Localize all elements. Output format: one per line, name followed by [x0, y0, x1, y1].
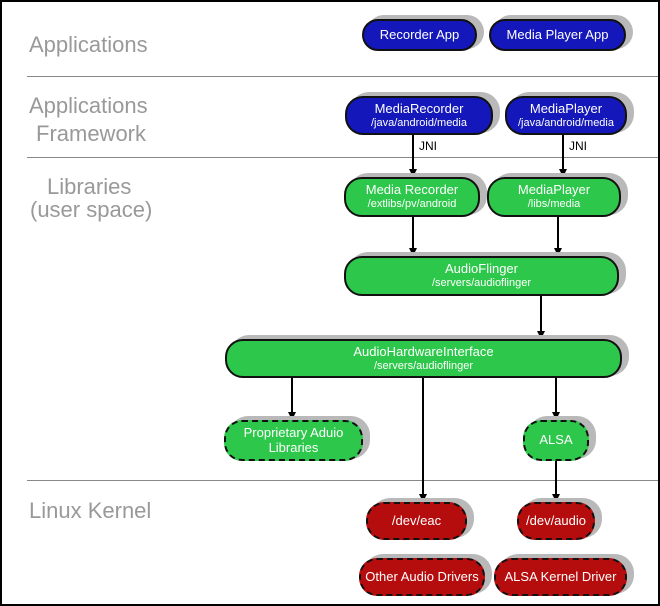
layer-label-framework-line1: Applications [29, 93, 148, 118]
divider-framework-libraries [27, 157, 658, 158]
edge-alsa-devaudio [555, 461, 557, 495]
arrowhead-icon [552, 412, 560, 420]
node-title: ALSA [539, 432, 573, 448]
edge-label-jni-right: JNI [569, 139, 587, 153]
node-dev-eac: /dev/eac [366, 502, 467, 540]
arrowhead-icon [537, 331, 545, 339]
node-media-player-app: Media Player App [489, 19, 626, 51]
node-mediaplayer-library: MediaPlayer /libs/media [487, 177, 621, 217]
node-title: Media Recorder [365, 182, 459, 198]
node-title: MediaRecorder [374, 100, 464, 116]
node-alsa: ALSA [523, 420, 589, 461]
node-title: /dev/audio [526, 512, 586, 528]
node-path: /extlibs/pv/android [367, 198, 457, 211]
arrowhead-icon [419, 494, 427, 502]
arrowhead-icon [288, 412, 296, 420]
edge-audioflinger-audiohw [540, 296, 542, 332]
arrowhead-icon [409, 169, 417, 177]
layer-label-libraries-line1: Libraries [47, 174, 132, 199]
node-dev-audio: /dev/audio [517, 502, 595, 540]
node-path: /java/android/media [517, 116, 614, 129]
layer-label-libraries-line2: (user space) [30, 197, 153, 222]
node-title: Other Audio Drivers [365, 568, 479, 584]
arrowhead-icon [554, 248, 562, 256]
node-title: /dev/eac [391, 512, 442, 528]
edge-label-jni-left: JNI [419, 139, 437, 153]
node-path: /java/android/media [370, 116, 467, 129]
edge-mediarecorder-audioflinger [412, 217, 414, 249]
node-path: /servers/audioflinger [431, 277, 532, 290]
node-other-audio-drivers: Other Audio Drivers [359, 558, 485, 596]
node-title: Recorder App [379, 26, 460, 42]
arrowhead-icon [409, 248, 417, 256]
node-proprietary-audio-libraries: Proprietary Aduio Libraries [224, 420, 363, 461]
layer-label-framework-line2: Framework [36, 121, 147, 146]
layer-label-linux-kernel: Linux Kernel [29, 498, 152, 523]
divider-applications-framework [27, 76, 658, 77]
edge-audiohw-proprietary [291, 378, 293, 413]
node-title: Media Player App [506, 26, 609, 42]
arrowhead-icon [559, 169, 567, 177]
node-title: MediaPlayer [517, 182, 591, 198]
node-path: /servers/audioflinger [373, 359, 474, 372]
node-title: AudioFlinger [445, 261, 518, 277]
node-media-recorder-library: Media Recorder /extlibs/pv/android [344, 177, 480, 217]
divider-libraries-kernel [27, 480, 658, 481]
node-mediaplayer-framework: MediaPlayer /java/android/media [505, 96, 627, 135]
layer-label-applications: Applications [29, 32, 148, 57]
edge-mediaplayer-audioflinger [557, 217, 559, 249]
node-title: ALSA Kernel Driver [504, 568, 617, 584]
node-title: Proprietary Aduio Libraries [243, 424, 344, 455]
node-audioflinger: AudioFlinger /servers/audioflinger [344, 256, 619, 296]
edge-audiohw-deveac [422, 378, 424, 495]
edge-mediarecorder-jni [412, 135, 414, 171]
node-title: MediaPlayer [529, 100, 603, 116]
arrowhead-icon [552, 494, 560, 502]
node-mediarecorder-framework: MediaRecorder /java/android/media [345, 96, 493, 135]
node-alsa-kernel-driver: ALSA Kernel Driver [494, 558, 627, 596]
node-path: /libs/media [527, 198, 581, 211]
node-audiohardwareinterface: AudioHardwareInterface /servers/audiofli… [225, 339, 622, 378]
edge-audiohw-alsa [555, 378, 557, 413]
node-title: AudioHardwareInterface [353, 343, 494, 359]
node-recorder-app: Recorder App [362, 19, 477, 51]
edge-mediaplayer-jni [562, 135, 564, 171]
